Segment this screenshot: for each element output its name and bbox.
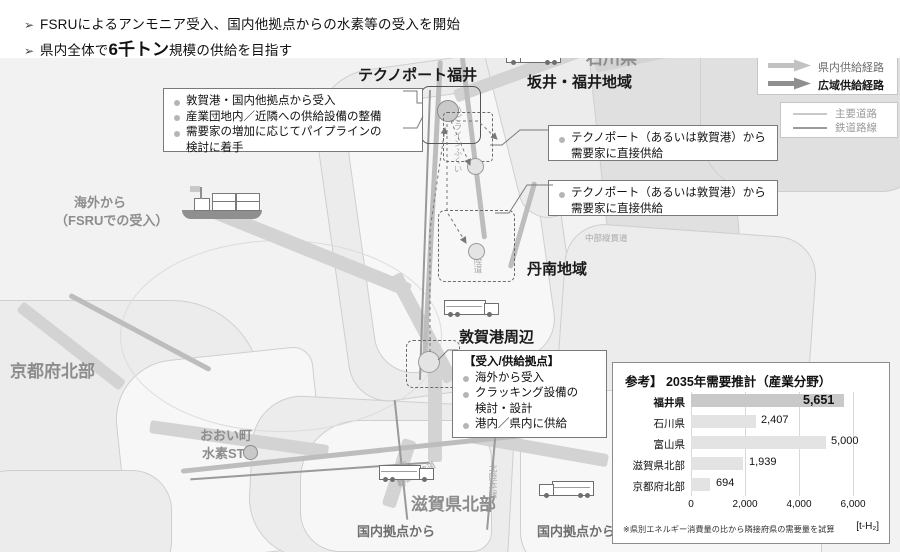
chart-bar-0 bbox=[691, 394, 844, 407]
technoport-leader bbox=[403, 90, 424, 129]
tannan-item-1: テクノポート（あるいは敦賀港）から bbox=[558, 186, 768, 202]
ship-icon bbox=[178, 185, 266, 221]
map-label-overseas-2: （FSRUでの受入） bbox=[55, 213, 169, 228]
chart-val-1: 2,407 bbox=[761, 414, 789, 426]
chart-xtick-3: 6,000 bbox=[840, 499, 866, 510]
chart-cat-1: 石川県 bbox=[653, 418, 686, 430]
tsuruga-title: 敦賀港周辺 bbox=[459, 329, 535, 346]
map-label-overseas-1: 海外から bbox=[74, 195, 127, 210]
arrow-icon-wide-area bbox=[768, 77, 811, 90]
chart-bar-4 bbox=[691, 478, 710, 491]
technoport-title: テクノポート福井 bbox=[358, 67, 478, 84]
road-line-icon bbox=[793, 113, 827, 115]
header-bullet-2: ➢ 県内全体で6千トン規模の供給を目指す bbox=[24, 35, 292, 60]
header-banner: ➢ FSRUによるアンモニア受入、国内他拠点からの水素等の受入を開始 ➢ 県内全体で… bbox=[0, 0, 900, 60]
technoport-item-2: 産業団地内／近隣への供給設備の整備 bbox=[173, 110, 413, 126]
import-route-ribbon-3 bbox=[428, 352, 442, 462]
tsuruga-callout: 【受入/供給拠点】 海外から受入 クラッキング設備の 検討・設計 港内／県内に供… bbox=[452, 350, 607, 438]
chart-cat-0: 福井県 bbox=[653, 397, 686, 409]
tanker-truck-icon-3 bbox=[378, 462, 434, 486]
chart-xtick-0: 0 bbox=[688, 499, 694, 510]
tsuruga-item-4: 港内／県内に供給 bbox=[462, 417, 597, 433]
node-technoport bbox=[437, 100, 459, 122]
node-sakai-fukui bbox=[467, 158, 484, 175]
chart-xtick-1: 2,000 bbox=[732, 499, 758, 510]
header-bullet-2-text-b: 規模の供給を目指す bbox=[168, 43, 293, 58]
map-label-kyoto-north: 京都府北部 bbox=[10, 362, 95, 381]
sakai-fukui-title: 坂井・福井地域 bbox=[527, 74, 633, 91]
legend-lines: 主要道路 鉄道路線 bbox=[780, 102, 898, 138]
tsuruga-header: 【受入/供給拠点】 bbox=[464, 356, 560, 368]
tsuruga-item-1: 海外から受入 bbox=[462, 371, 597, 387]
technoport-item-3: 需要家の増加に応じてパイプラインの bbox=[173, 125, 413, 141]
tanker-truck-icon-4 bbox=[538, 478, 594, 502]
chart-val-2: 5,000 bbox=[831, 435, 859, 447]
legend-label-wide-area: 広域供給経路 bbox=[818, 80, 884, 92]
chart-xtick-2: 4,000 bbox=[786, 499, 812, 510]
map-label-shiga-north: 滋賀県北部 bbox=[411, 495, 496, 514]
header-bullet-2-text-a: 県内全体で bbox=[40, 43, 109, 58]
chart-bar-1 bbox=[691, 415, 756, 428]
tanker-truck-icon-2 bbox=[443, 297, 499, 321]
bullet-marker-icon-2: ➢ bbox=[24, 44, 35, 58]
gridline-6000 bbox=[853, 392, 854, 496]
chart-bar-2 bbox=[691, 436, 826, 449]
road-label-hapiline: ハピラインふくい bbox=[453, 105, 463, 173]
tannan-leader bbox=[495, 184, 553, 214]
node-tannan bbox=[468, 243, 485, 260]
tannan-title: 丹南地域 bbox=[527, 261, 588, 278]
map-label-station-1: おおい町 bbox=[200, 428, 253, 443]
land-southwest bbox=[0, 470, 172, 552]
road-label-hokuriku-honsen: 北陸本線 bbox=[488, 464, 498, 498]
technoport-item-1: 敦賀港・国内他拠点から受入 bbox=[173, 94, 413, 110]
tsuruga-leader bbox=[437, 349, 458, 361]
node-tsuruga bbox=[418, 351, 440, 373]
technoport-callout: 敦賀港・国内他拠点から受入 産業団地内／近隣への供給設備の整備 需要家の増加に応… bbox=[163, 88, 423, 154]
chart-val-3: 1,939 bbox=[749, 456, 777, 468]
chart-plot-area: 福井県 5,651 石川県 2,407 富山県 5,000 滋賀県北部 1,93… bbox=[633, 392, 866, 510]
chart-footnote: ※県別エネルギー消費量の比から隣接府県の需要量を試算 bbox=[623, 525, 835, 534]
chart-val-0: 5,651 bbox=[803, 393, 835, 407]
legend-label-rail: 鉄道路線 bbox=[835, 122, 877, 134]
chart-cat-2: 富山県 bbox=[653, 439, 686, 451]
legend-label-road: 主要道路 bbox=[835, 108, 877, 120]
map-label-origin-2: 国内拠点から bbox=[357, 524, 436, 539]
sakai-fukui-item-2: 需要家に直接供給 bbox=[571, 147, 663, 160]
bullet-marker-icon-1: ➢ bbox=[24, 18, 35, 32]
sakai-fukui-item-1: テクノポート（あるいは敦賀港）から bbox=[558, 131, 768, 147]
rail-line-icon bbox=[793, 127, 827, 129]
header-bullet-1: ➢ FSRUによるアンモニア受入、国内他拠点からの水素等の受入を開始 bbox=[24, 13, 460, 33]
legend-label-intra-pref: 県内供給経路 bbox=[818, 62, 884, 74]
region-box-tannan bbox=[438, 210, 515, 282]
tsuruga-item-2: クラッキング設備の bbox=[462, 386, 597, 402]
arrow-icon-intra-pref bbox=[768, 59, 811, 72]
sakai-fukui-callout: テクノポート（あるいは敦賀港）から 需要家に直接供給 bbox=[548, 125, 778, 161]
demand-forecast-chart: 参考】 2035年需要推計（産業分野） 福井県 5,651 石川県 2,407 … bbox=[612, 362, 890, 544]
map-label-station-2: 水素ST bbox=[202, 446, 245, 461]
sakai-fukui-leader bbox=[490, 129, 548, 146]
chart-bar-3 bbox=[691, 457, 744, 470]
technoport-item-4: 検討に着手 bbox=[186, 141, 244, 154]
header-bullet-2-emphasis: 6千トン bbox=[108, 40, 169, 59]
tannan-item-2: 需要家に直接供給 bbox=[571, 202, 663, 215]
chart-title: 参考】 2035年需要推計（産業分野） bbox=[625, 375, 832, 389]
tannan-callout: テクノポート（あるいは敦賀港）から 需要家に直接供給 bbox=[548, 180, 778, 216]
chart-val-4: 694 bbox=[716, 477, 735, 489]
chart-unit-label: [t-H₂] bbox=[856, 521, 879, 532]
road-label-chubu: 中部縦貫道 bbox=[585, 233, 628, 243]
chart-cat-4: 京都府北部 bbox=[632, 481, 686, 493]
map-label-origin-3: 国内拠点から bbox=[537, 524, 616, 539]
road-label-hokurikudo: 北陸道 bbox=[473, 248, 483, 274]
chart-cat-3: 滋賀県北部 bbox=[632, 460, 686, 472]
tsuruga-item-3: 検討・設計 bbox=[475, 402, 533, 415]
header-bullet-1-text: FSRUによるアンモニア受入、国内他拠点からの水素等の受入を開始 bbox=[40, 17, 461, 32]
station-node-icon bbox=[243, 445, 258, 460]
